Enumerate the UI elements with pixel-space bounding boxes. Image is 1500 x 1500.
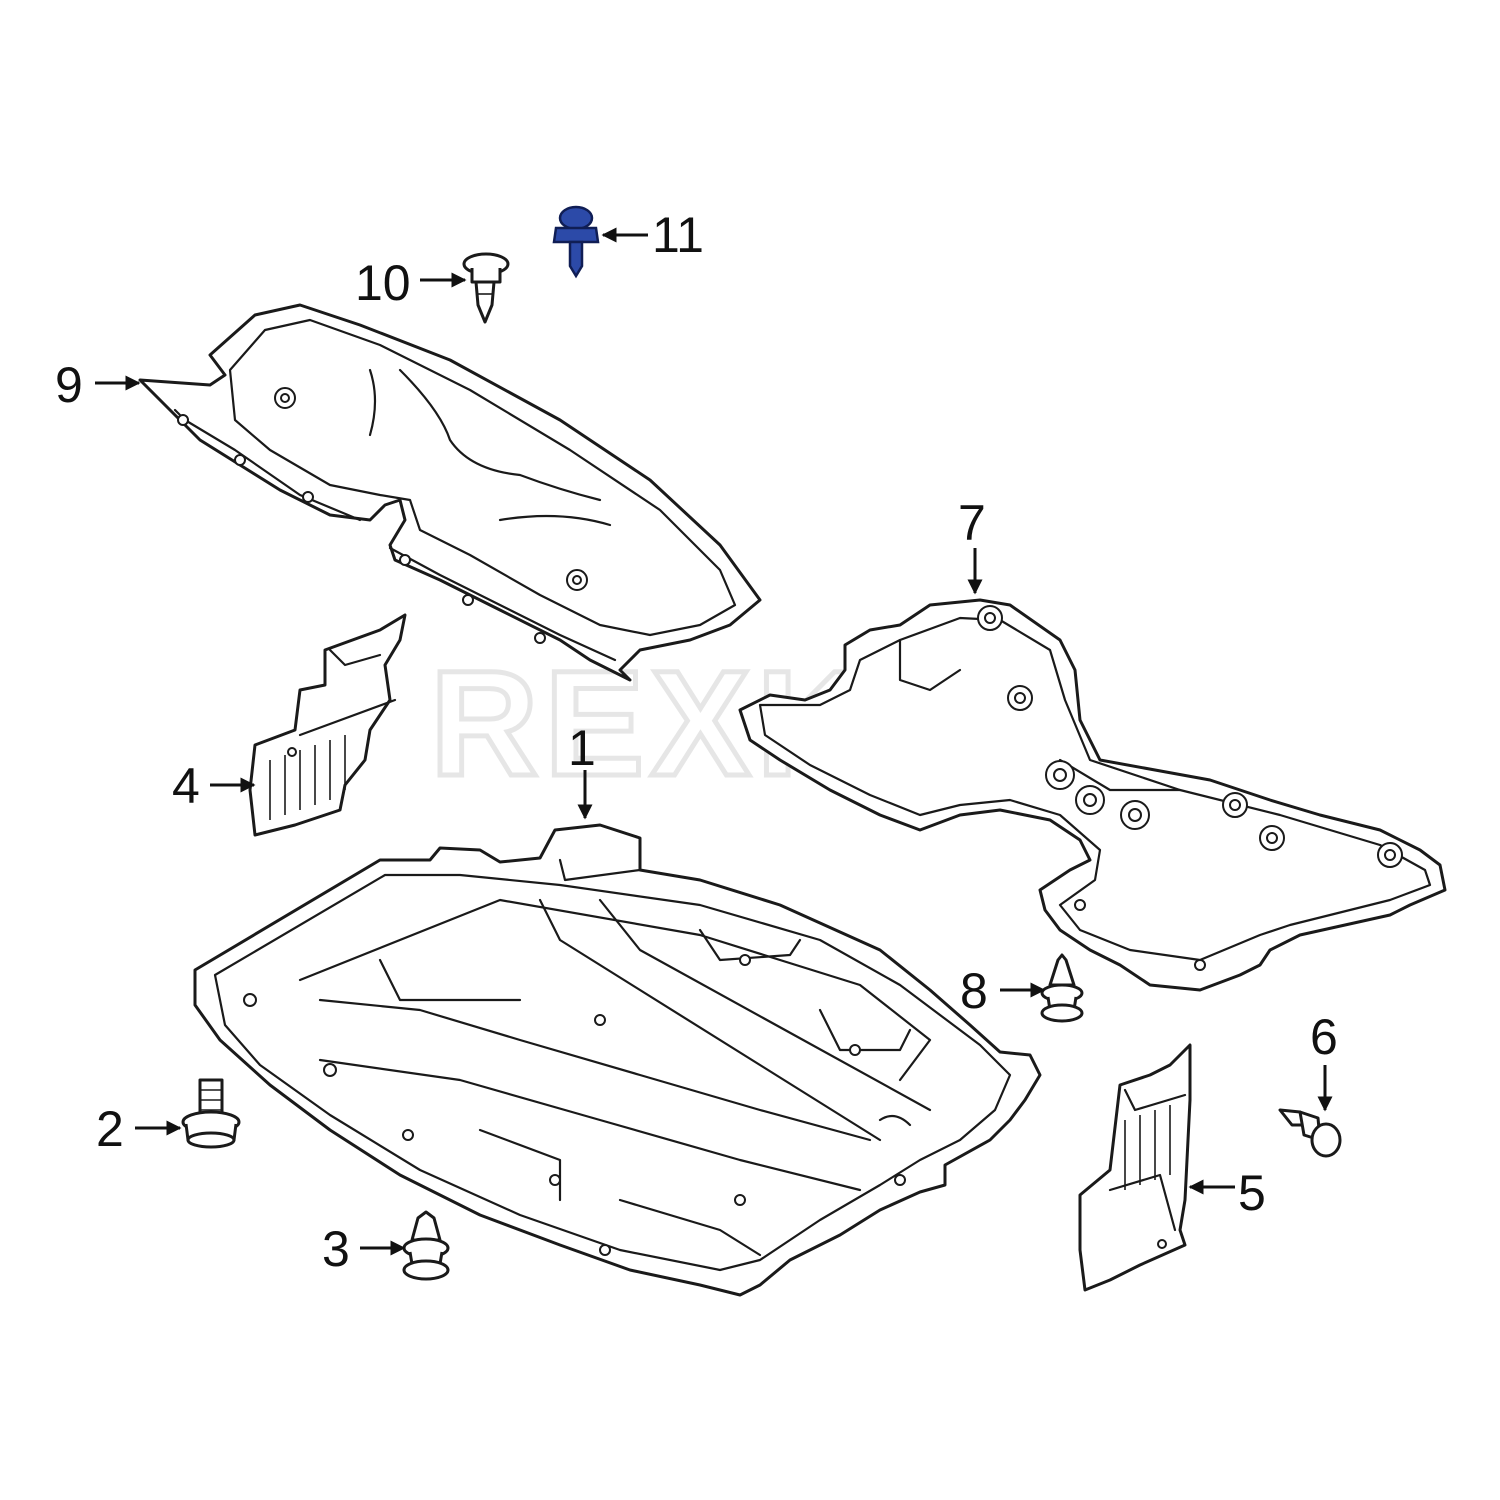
- callout-6: 6: [1310, 1009, 1338, 1065]
- callout-9: 9: [55, 357, 83, 413]
- part-11-highlighted-bolt: [552, 205, 600, 279]
- callout-11: 11: [652, 207, 704, 263]
- part-1-main-under-cover: [193, 823, 1042, 1297]
- part-3-push-clip: [402, 1210, 450, 1281]
- part-8-push-clip: [1040, 953, 1084, 1023]
- callout-8: 8: [960, 963, 988, 1019]
- part-10-push-clip: [462, 252, 510, 324]
- part-4-left-side-shield: [248, 613, 407, 837]
- callout-10: 10: [355, 255, 411, 311]
- callout-2: 2: [96, 1101, 124, 1157]
- part-5-right-side-shield: [1078, 1043, 1192, 1292]
- part-9-upper-cover: [138, 303, 762, 682]
- callout-4: 4: [172, 758, 200, 814]
- callout-3: 3: [322, 1221, 350, 1277]
- part-7-rear-under-cover: [738, 598, 1447, 992]
- callout-1: 1: [568, 720, 596, 776]
- part-6-push-clip: [1278, 1108, 1342, 1158]
- callout-7: 7: [958, 495, 986, 551]
- part-2-bolt: [181, 1078, 241, 1149]
- callout-5: 5: [1238, 1165, 1266, 1221]
